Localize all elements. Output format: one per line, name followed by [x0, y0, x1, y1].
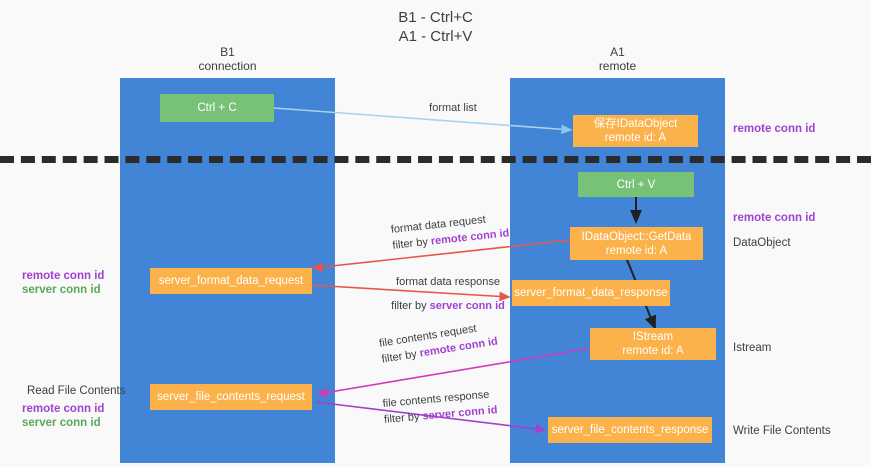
annotation-remote-conn-id-top: remote conn id [733, 123, 816, 135]
filter-prefix: filter by [380, 347, 421, 366]
node-server-file-contents-response[interactable]: server_file_contents_response [548, 417, 712, 443]
diagram-title: B1 - Ctrl+C A1 - Ctrl+V [398, 9, 473, 45]
node-istream[interactable]: IStream remote id: A [590, 328, 716, 360]
annotation-left-remote-conn-id: remote conn id [22, 270, 105, 282]
edge-label-format-list: format list [429, 102, 477, 114]
column-header-b1: B1 connection [198, 45, 257, 73]
edge-label-format-data-request-group: format data request filter by remote con… [390, 209, 510, 253]
edge-label-file-contents-response-group: file contents response filter by server … [382, 386, 498, 428]
edge-label-format-data-response: format data response [396, 276, 500, 288]
annotation-left-server-conn-id-2: server conn id [22, 417, 101, 429]
annotation-dataobject: DataObject [733, 237, 791, 249]
node-idataobject-getdata[interactable]: IDataObject::GetData remote id: A [570, 227, 703, 260]
filter-key-server-conn-id: server conn id [429, 300, 505, 312]
filter-prefix: filter by [391, 235, 432, 252]
edge-label-format-data-response-filter: filter by server conn id [368, 298, 528, 315]
annotation-left-remote-conn-id-2: remote conn id [22, 403, 105, 415]
edge-label-file-contents-request-group: file contents request filter by remote c… [378, 318, 499, 368]
column-header-a1: A1 remote [598, 45, 637, 73]
annotation-write-file-contents: Write File Contents [733, 425, 831, 437]
node-ctrl-v[interactable]: Ctrl + V [578, 172, 694, 197]
annotation-left-server-conn-id: server conn id [22, 284, 101, 296]
node-server-format-data-request[interactable]: server_format_data_request [150, 268, 312, 294]
node-server-format-data-response[interactable]: server_format_data_response [512, 280, 670, 306]
phase-divider [0, 156, 871, 163]
filter-prefix: filter by [383, 410, 423, 426]
filter-prefix: filter by [391, 300, 430, 312]
edge-label-format-data-response-group: format data response filter by server co… [368, 274, 528, 315]
filter-key-server-conn-id: server conn id [421, 404, 498, 423]
node-save-idataobject[interactable]: 保存IDataObject remote id: A [573, 115, 698, 147]
annotation-read-file-contents: Read File Contents [27, 385, 126, 397]
annotation-istream: Istream [733, 342, 772, 354]
node-server-file-contents-request[interactable]: server_file_contents_request [150, 384, 312, 410]
annotation-remote-conn-id-mid: remote conn id [733, 212, 816, 224]
node-ctrl-c[interactable]: Ctrl + C [160, 94, 274, 122]
